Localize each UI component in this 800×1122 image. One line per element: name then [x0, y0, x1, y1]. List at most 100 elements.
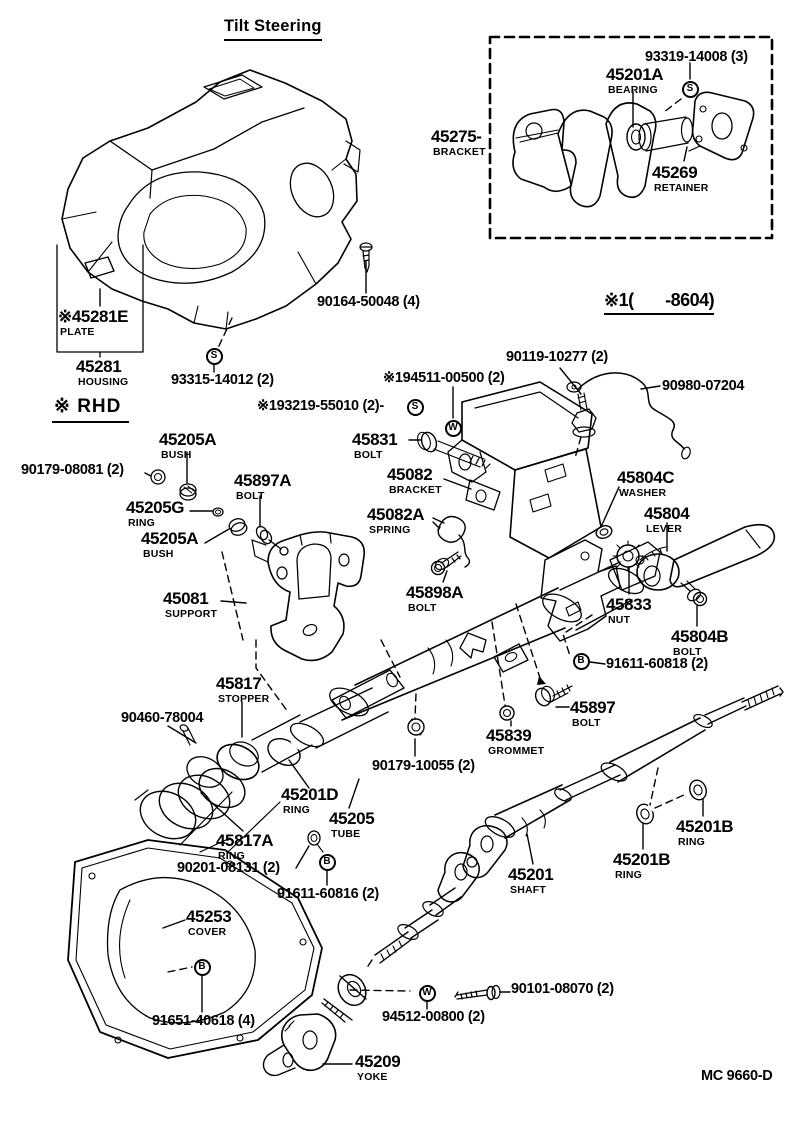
part-name: BOLT	[236, 490, 265, 502]
part-name: GROMMET	[488, 745, 545, 757]
column-tube-drawing	[289, 539, 661, 749]
part-name: SPRING	[369, 524, 411, 536]
part-name: WASHER	[619, 487, 667, 499]
part-name: BUSH	[143, 548, 174, 560]
part-number: 93315-14012 (2)	[171, 372, 274, 388]
part-name: COVER	[188, 926, 227, 938]
part-number: 93319-14008 (3)	[645, 49, 748, 65]
part-code: 45201D	[281, 785, 339, 804]
fastener-symbol-s-icon: S	[406, 398, 424, 416]
part-code: 45205G	[126, 498, 185, 517]
part-name: BUSH	[161, 449, 192, 461]
part-code: 45201	[508, 865, 554, 884]
part-number: 94512-00800 (2)	[382, 1009, 485, 1025]
part-code: 45269	[652, 163, 698, 182]
part-name: TUBE	[331, 828, 361, 840]
part-name: RING	[615, 869, 643, 881]
part-number: 90101-08070 (2)	[511, 981, 614, 997]
part-code: 45817A	[216, 831, 274, 850]
part-code: 45898A	[406, 583, 464, 602]
part-number: 91611-60816 (2)	[277, 886, 379, 902]
part-name: RING	[283, 804, 311, 816]
part-code: 45082	[387, 465, 433, 484]
main-shaft-drawing	[367, 685, 784, 967]
part-code: 45205A	[141, 529, 199, 548]
part-code: 45205	[329, 809, 375, 828]
dashed-lines	[167, 98, 687, 992]
part-number: 90164-50048 (4)	[317, 294, 420, 310]
part-code: 45201B	[676, 817, 734, 836]
yoke-drawing	[262, 973, 501, 1077]
part-name: PLATE	[60, 326, 95, 338]
part-code: 45209	[355, 1052, 401, 1071]
part-code: 45833	[606, 595, 652, 614]
part-number: 91651-40618 (4)	[152, 1013, 255, 1029]
lever-drawing	[595, 523, 776, 607]
part-number: ※193219-55010 (2)-	[257, 398, 384, 414]
part-code: 45201B	[613, 850, 671, 869]
part-code: 45082A	[367, 505, 425, 524]
mount-bracket-drawing	[417, 372, 691, 576]
support-drawing	[251, 531, 366, 662]
tilt-bracket-box	[488, 35, 774, 240]
part-name: STOPPER	[218, 693, 270, 705]
part-number: ※194511-00500 (2)	[383, 370, 505, 386]
arrowhead	[537, 676, 546, 685]
part-code: 45817	[216, 674, 262, 693]
part-number: 91611-60818 (2)	[606, 656, 708, 672]
part-code: 45081	[163, 589, 209, 608]
part-code: 45897	[570, 698, 616, 717]
fastener-symbol-b-icon: B	[318, 853, 336, 871]
part-code: 45281	[76, 357, 122, 376]
part-name: BRACKET	[433, 146, 486, 158]
part-code: 45201A	[606, 65, 664, 84]
fastener-symbol-w-icon: W	[444, 419, 462, 437]
part-code: 45804B	[671, 627, 729, 646]
part-name: NUT	[608, 614, 631, 626]
part-label-45275: 45275-BRACKET	[431, 128, 486, 158]
leader-lines	[99, 62, 704, 1065]
part-name: BOLT	[408, 602, 437, 614]
part-name: YOKE	[357, 1071, 388, 1083]
part-name: BOLT	[354, 449, 383, 461]
part-code: 45205A	[159, 430, 217, 449]
part-name: RETAINER	[654, 182, 709, 194]
housing-drawing	[56, 69, 373, 358]
part-name: SUPPORT	[165, 608, 218, 620]
part-name: BEARING	[608, 84, 658, 96]
part-code: 45253	[186, 907, 232, 926]
part-number: 90460-78004	[121, 710, 204, 726]
screw-icon	[359, 242, 373, 273]
part-number: 90179-10055 (2)	[372, 758, 475, 774]
fastener-symbol-w-icon: W	[418, 984, 436, 1002]
part-name: SHAFT	[510, 884, 546, 896]
part-code: 45804	[644, 504, 690, 523]
fastener-symbol-s-icon: S	[681, 80, 699, 98]
part-code: 45275-	[431, 127, 482, 146]
part-name: BRACKET	[389, 484, 442, 496]
bush-ring-icons	[150, 469, 289, 556]
